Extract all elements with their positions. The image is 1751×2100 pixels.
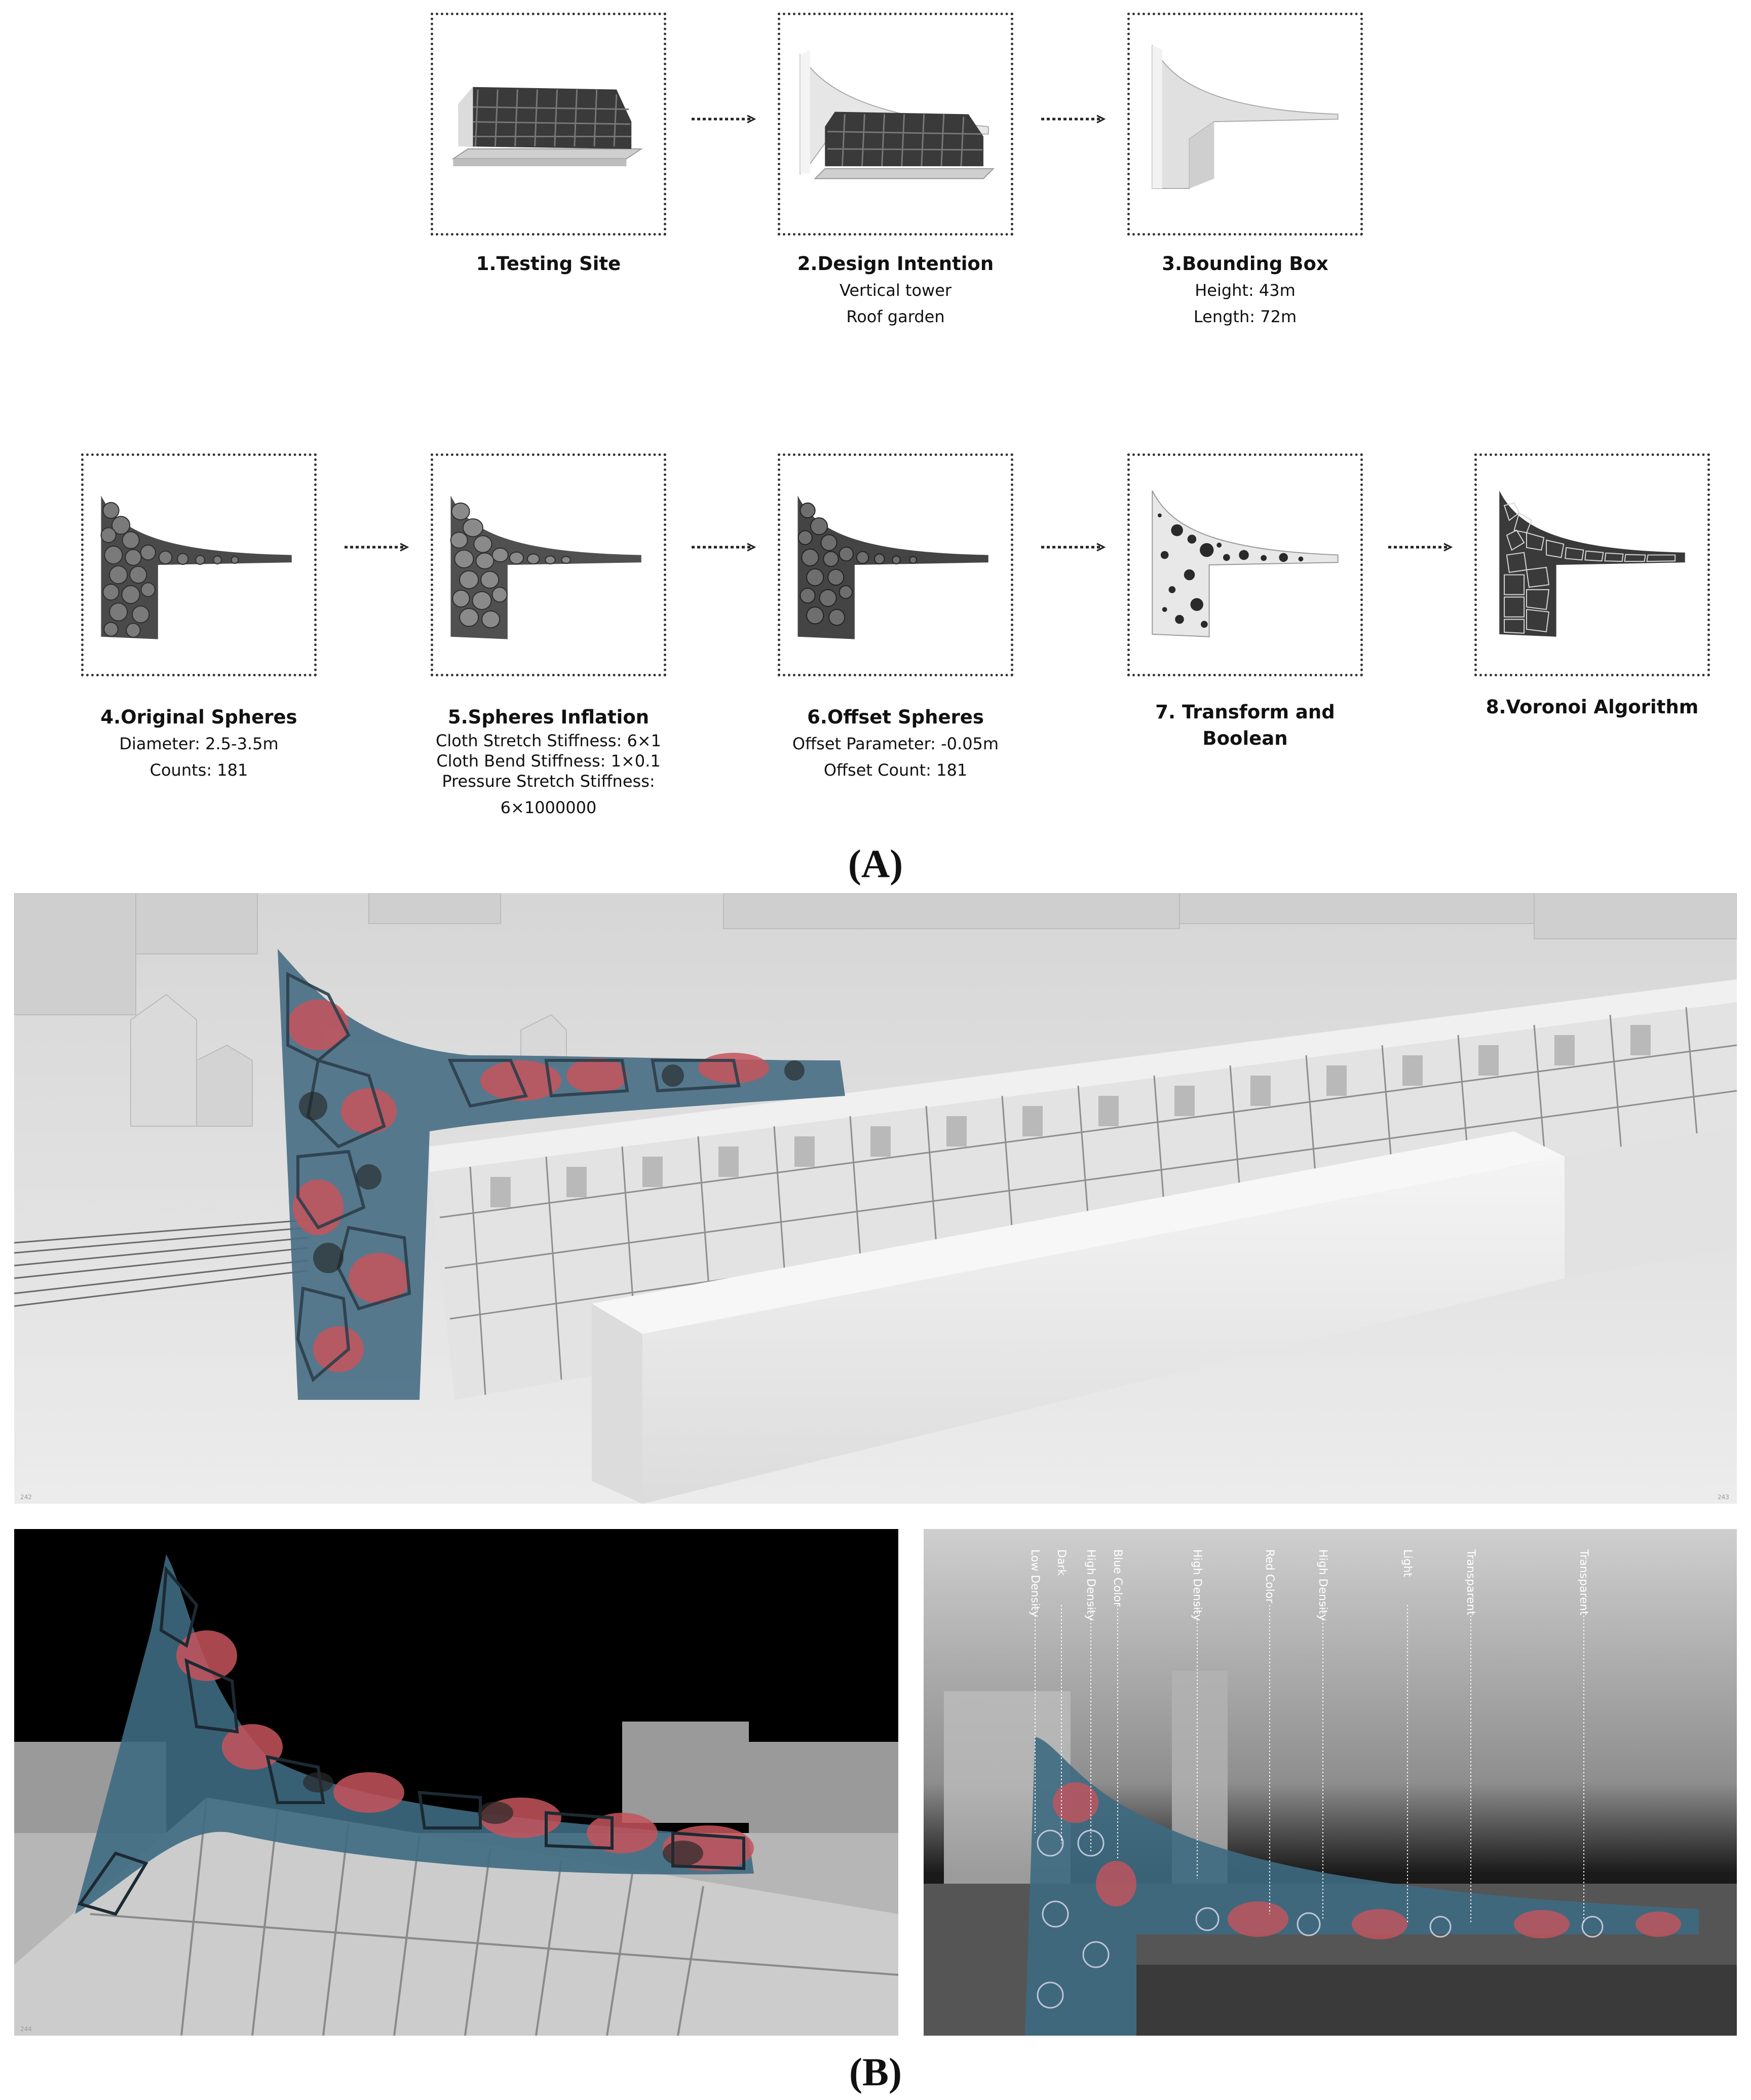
page-number-right: 243: [1718, 1494, 1729, 1501]
page-number-close-up: 244: [20, 2026, 32, 2033]
step-8-caption: 8.Voronoi Algorithm: [1474, 694, 1710, 720]
arrow-5-6: [692, 542, 757, 552]
step-6-thumbnail: [778, 453, 1013, 676]
voronoi-algorithm-model: [1499, 490, 1685, 637]
annotation-high-density-2: High Density: [1191, 1549, 1203, 1621]
step-2-thumbnail: [778, 13, 1013, 236]
close-up-render: 244: [14, 1529, 898, 2036]
annotation-transparent-1: Transparent: [1464, 1549, 1477, 1616]
arrow-2-3: [1041, 114, 1107, 124]
step-7-caption: 7. Transform and Boolean: [1112, 699, 1378, 752]
step-3-title: 3.Bounding Box: [1162, 253, 1328, 275]
aerial-site-render: 242 243: [14, 893, 1737, 1504]
original-spheres-model: [100, 495, 292, 639]
step-7-title: 7. Transform and Boolean: [1155, 701, 1335, 749]
testing-site-model: [451, 87, 643, 167]
arrow-7-8: [1388, 542, 1454, 552]
arrow-6-7: [1041, 542, 1107, 552]
step-8-thumbnail: [1474, 453, 1710, 676]
annotation-high-density-1: High Density: [1084, 1549, 1097, 1621]
annotation-blue-color: Blue Color: [1111, 1549, 1124, 1607]
design-intention-model: [800, 50, 995, 179]
step-4-caption: 4.Original Spheres Diameter: 2.5-3.5m Co…: [81, 704, 317, 783]
arrow-4-5: [345, 542, 410, 552]
step-1-title: 1.Testing Site: [476, 253, 621, 275]
step-2-line-1: Vertical tower: [839, 281, 952, 300]
panel-b-label: (B): [849, 2050, 902, 2094]
step-5-thumbnail: [431, 453, 666, 676]
step-6-caption: 6.Offset Spheres Offset Parameter: -0.05…: [778, 704, 1013, 783]
step-5-title: 5.Spheres Inflation: [447, 706, 650, 728]
annotation-high-density-3: High Density: [1316, 1549, 1329, 1621]
step-8-title: 8.Voronoi Algorithm: [1486, 696, 1699, 718]
arrow-1-2: [692, 114, 757, 124]
step-5-line-3: Pressure Stretch Stiffness:: [442, 772, 655, 791]
step-5-caption: 5.Spheres Inflation Cloth Stretch Stiffn…: [415, 704, 681, 824]
step-5-line-2: Cloth Bend Stiffness: 1×0.1: [436, 751, 661, 771]
step-5-line-1: Cloth Stretch Stiffness: 6×1: [436, 731, 661, 750]
step-2-title: 2.Design Intention: [797, 253, 994, 275]
step-4-line-1: Diameter: 2.5-3.5m: [119, 734, 279, 753]
step-4-thumbnail: [81, 453, 317, 676]
panel-a-label: (A): [848, 842, 903, 886]
annotation-red-color: Red Color: [1263, 1549, 1276, 1603]
spheres-inflation-model: [450, 495, 641, 639]
step-1-caption: 1.Testing Site: [431, 251, 666, 277]
step-7-thumbnail: [1127, 453, 1363, 676]
step-6-title: 6.Offset Spheres: [807, 706, 984, 728]
step-2-caption: 2.Design Intention Vertical tower Roof g…: [778, 251, 1013, 330]
page-number-left: 242: [20, 1494, 32, 1501]
elevation-render: Low Density Dark High Density Blue Color…: [924, 1529, 1737, 2036]
step-4-title: 4.Original Spheres: [100, 706, 297, 728]
step-6-line-1: Offset Parameter: -0.05m: [792, 734, 999, 753]
step-2-line-2: Roof garden: [846, 307, 945, 326]
annotation-low-density: Low Density: [1029, 1549, 1041, 1617]
transform-boolean-model: [1152, 490, 1339, 637]
bounding-box-model: [1152, 45, 1339, 189]
step-3-line-2: Length: 72m: [1193, 307, 1297, 326]
step-4-line-2: Counts: 181: [149, 760, 248, 780]
annotation-light: Light: [1401, 1549, 1414, 1577]
step-6-line-2: Offset Count: 181: [823, 760, 968, 780]
step-3-thumbnail: [1127, 13, 1363, 236]
step-5-line-4: 6×1000000: [500, 798, 597, 817]
offset-spheres-model: [797, 495, 988, 639]
step-3-caption: 3.Bounding Box Height: 43m Length: 72m: [1127, 251, 1363, 330]
step-3-line-1: Height: 43m: [1195, 281, 1296, 300]
step-1-thumbnail: [431, 13, 666, 236]
annotation-dark: Dark: [1055, 1549, 1068, 1576]
annotation-transparent-2: Transparent: [1577, 1549, 1590, 1616]
